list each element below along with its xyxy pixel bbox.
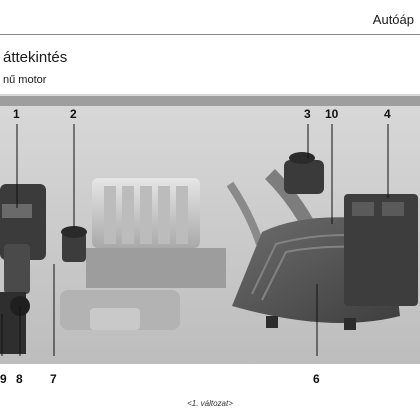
callout-10: 10 [325, 107, 339, 121]
callout-7: 7 [50, 372, 57, 386]
callout-3: 3 [304, 107, 311, 121]
callout-6: 6 [313, 372, 320, 386]
engine-bay-figure: 1 2 3 10 4 9 8 7 6 [0, 94, 420, 394]
battery-box [344, 194, 418, 306]
callout-4: 4 [384, 107, 391, 121]
figure-caption: <1. változat> [187, 399, 233, 408]
header-title: Autóáp [372, 12, 414, 27]
hood-rail [0, 96, 420, 106]
callout-9: 9 [0, 372, 7, 386]
callout-2: 2 [70, 107, 77, 121]
section-title: áttekintés [3, 49, 68, 66]
brake-fluid-reservoir [61, 226, 87, 262]
callout-8: 8 [16, 372, 23, 386]
header-divider [0, 34, 420, 35]
callout-leaders [1, 124, 389, 356]
intake-manifold [60, 178, 226, 330]
engine-bay-illustration: 1 2 3 10 4 9 8 7 6 [0, 94, 420, 386]
subsection-title: nű motor [3, 74, 47, 86]
coolant-hose [226, 181, 264, 246]
page-header: Autóáp [0, 0, 420, 34]
callout-1: 1 [13, 107, 20, 121]
